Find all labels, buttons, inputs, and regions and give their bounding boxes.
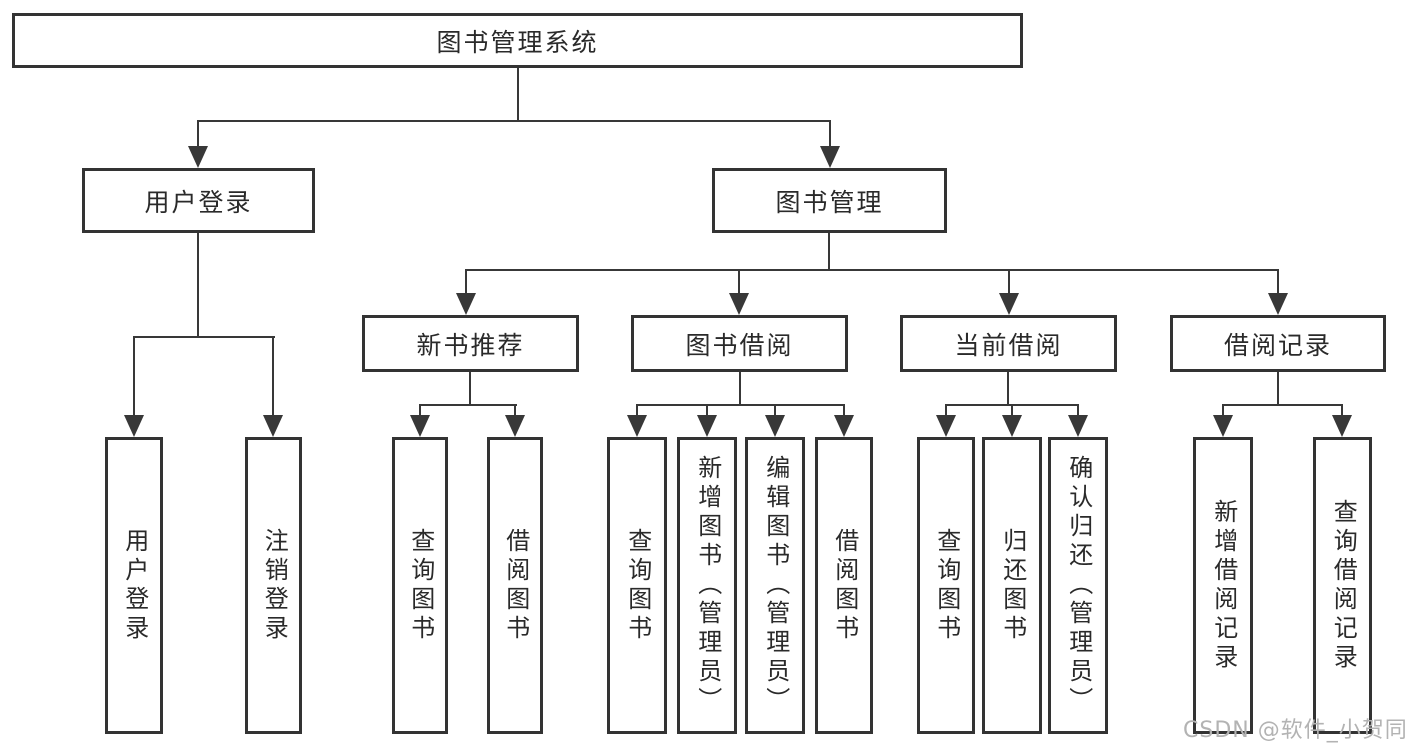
connector-line	[465, 270, 467, 295]
connector-line	[469, 372, 471, 405]
connector-line	[133, 337, 135, 417]
leaf-cb-confirm-return-admin-label: 确认归还（管理员）	[1064, 455, 1093, 716]
connector-line	[517, 68, 519, 121]
connector-line	[419, 405, 421, 417]
leaf-br-add-record-label: 新增借阅记录	[1209, 498, 1238, 673]
node-root: 图书管理系统	[12, 13, 1023, 68]
connector-line	[272, 337, 274, 417]
leaf-nbr-query-books: 查询图书	[392, 437, 448, 734]
arrow-down-icon	[124, 415, 144, 437]
connector-line	[465, 269, 1279, 271]
arrow-down-icon	[765, 415, 785, 437]
leaf-cb-return-books-label: 归还图书	[998, 527, 1027, 644]
arrow-down-icon	[456, 293, 476, 315]
arrow-down-icon	[1002, 415, 1022, 437]
leaf-bb-add-books-admin: 新增图书（管理员）	[677, 437, 737, 734]
connector-line	[636, 404, 845, 406]
node-user-login-label: 用户登录	[144, 187, 253, 217]
leaf-nbr-query-books-label: 查询图书	[406, 527, 435, 644]
arrow-down-icon	[1332, 415, 1352, 437]
leaf-bb-add-books-admin-label: 新增图书（管理员）	[693, 455, 722, 716]
csdn-watermark: CSDN @软件_小贺同学	[1183, 718, 1405, 743]
connector-line	[774, 405, 776, 417]
node-root-label: 图书管理系统	[436, 27, 599, 57]
leaf-bb-edit-books-admin-label: 编辑图书（管理员）	[761, 455, 790, 716]
node-book-borrow-label: 图书借阅	[685, 330, 794, 360]
connector-line	[133, 336, 275, 338]
leaf-bb-borrow-books: 借阅图书	[815, 437, 873, 734]
leaf-br-query-record: 查询借阅记录	[1313, 437, 1372, 734]
leaf-cb-query-books: 查询图书	[917, 437, 975, 734]
arrow-down-icon	[1213, 415, 1233, 437]
connector-line	[739, 372, 741, 405]
node-borrow-records-label: 借阅记录	[1223, 330, 1332, 360]
arrow-down-icon	[1268, 293, 1288, 315]
arrow-down-icon	[834, 415, 854, 437]
connector-line	[1341, 405, 1343, 417]
connector-line	[945, 405, 947, 417]
leaf-br-add-record: 新增借阅记录	[1193, 437, 1253, 734]
node-new-book-recommend: 新书推荐	[362, 315, 579, 372]
arrow-down-icon	[263, 415, 283, 437]
leaf-bb-query-books-label: 查询图书	[623, 527, 652, 644]
leaf-cb-return-books: 归还图书	[982, 437, 1042, 734]
connector-line	[1077, 405, 1079, 417]
leaf-logout-label: 注销登录	[260, 527, 289, 644]
leaf-bb-query-books: 查询图书	[607, 437, 667, 734]
leaf-bb-edit-books-admin: 编辑图书（管理员）	[745, 437, 805, 734]
leaf-br-query-record-label: 查询借阅记录	[1329, 498, 1358, 673]
node-borrow-records: 借阅记录	[1170, 315, 1386, 372]
node-current-borrow-label: 当前借阅	[954, 330, 1063, 360]
arrow-down-icon	[936, 415, 956, 437]
leaf-user-login-label: 用户登录	[120, 527, 149, 644]
leaf-cb-query-books-label: 查询图书	[932, 527, 961, 644]
connector-line	[514, 405, 516, 417]
leaf-nbr-borrow-books-label: 借阅图书	[501, 527, 530, 644]
node-new-book-recommend-label: 新书推荐	[416, 330, 525, 360]
arrow-down-icon	[820, 146, 840, 168]
arrow-down-icon	[697, 415, 717, 437]
leaf-user-login: 用户登录	[105, 437, 163, 734]
connector-line	[1011, 405, 1013, 417]
connector-line	[197, 120, 831, 122]
connector-line	[419, 404, 517, 406]
connector-line	[197, 233, 199, 338]
arrow-down-icon	[505, 415, 525, 437]
arrow-down-icon	[627, 415, 647, 437]
arrow-down-icon	[999, 293, 1019, 315]
node-book-management: 图书管理	[712, 168, 947, 233]
connector-line	[1007, 372, 1009, 405]
connector-line	[197, 121, 199, 148]
connector-line	[1222, 404, 1343, 406]
connector-line	[1222, 405, 1224, 417]
arrow-down-icon	[729, 293, 749, 315]
arrow-down-icon	[1068, 415, 1088, 437]
node-user-login: 用户登录	[82, 168, 315, 233]
connector-line	[828, 233, 830, 270]
node-book-borrow: 图书借阅	[631, 315, 848, 372]
connector-line	[1277, 372, 1279, 405]
connector-line	[829, 121, 831, 148]
node-current-borrow: 当前借阅	[900, 315, 1117, 372]
connector-line	[843, 405, 845, 417]
leaf-bb-borrow-books-label: 借阅图书	[830, 527, 859, 644]
connector-line	[1008, 270, 1010, 295]
connector-line	[738, 270, 740, 295]
leaf-logout: 注销登录	[245, 437, 302, 734]
leaf-cb-confirm-return-admin: 确认归还（管理员）	[1048, 437, 1108, 734]
arrow-down-icon	[188, 146, 208, 168]
connector-line	[636, 405, 638, 417]
node-book-management-label: 图书管理	[775, 187, 884, 217]
connector-line	[706, 405, 708, 417]
connector-line	[1277, 270, 1279, 295]
leaf-nbr-borrow-books: 借阅图书	[487, 437, 543, 734]
arrow-down-icon	[410, 415, 430, 437]
